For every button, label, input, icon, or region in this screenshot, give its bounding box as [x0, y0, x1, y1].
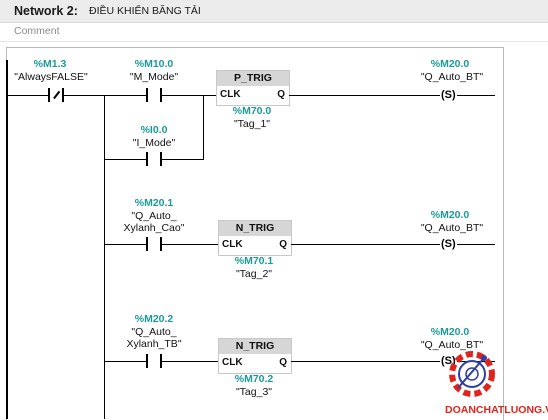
n-trig-2-tag: "Tag_3" [235, 386, 273, 398]
n-trig-2-clk-pin: CLK [222, 357, 243, 368]
p-trig-q-pin: Q [277, 89, 285, 100]
branch-vertical-left [104, 95, 105, 419]
n-trig-1-title: N_TRIG [219, 221, 291, 236]
p-trig-block[interactable]: P_TRIG CLK Q [216, 70, 290, 106]
p-trig-tag: "Tag_1" [233, 118, 271, 130]
coil-3-address: %M20.0 [430, 326, 470, 338]
rung-1-wire-a [8, 95, 48, 96]
network-header[interactable]: Network 2: ĐIỀU KHIỂN BĂNG TẢI [0, 0, 548, 23]
rung-3-wire-a [104, 361, 146, 362]
rung-1-wire-d [162, 95, 216, 96]
branch-i-mode-wire-b [162, 159, 204, 160]
coil-1-address: %M20.0 [430, 58, 470, 70]
p-trig-clk-pin: CLK [220, 89, 241, 100]
coil-2-address: %M20.0 [430, 209, 470, 221]
rung-2-wire-a [104, 244, 146, 245]
contact-i-mode-address: %I0.0 [140, 124, 168, 136]
contact-always-false-nc[interactable] [48, 88, 64, 102]
n-trig-block-1[interactable]: N_TRIG CLK Q [218, 220, 292, 256]
rung-2-wire-b [162, 244, 218, 245]
contact-i-mode-no[interactable] [146, 152, 162, 166]
contact-xylanh-cao-no[interactable] [146, 237, 162, 251]
rung-1-wire-b [64, 95, 104, 96]
contact-xylanh-cao-symbol-line1: "Q_Auto_ [131, 210, 177, 222]
branch-i-mode-wire-a [104, 159, 146, 160]
contact-xylanh-tb-address: %M20.2 [134, 313, 174, 325]
watermark-text: DOANCHATLUONG.VN [445, 404, 548, 416]
contact-xylanh-cao-address: %M20.1 [134, 197, 174, 209]
branch-vertical-right [203, 95, 204, 160]
rung-1-wire-c [104, 95, 146, 96]
set-coil-1[interactable]: (S) [440, 89, 457, 101]
contact-xylanh-tb-no[interactable] [146, 354, 162, 368]
contact-always-false-address: %M1.3 [33, 58, 67, 70]
n-trig-1-q-pin: Q [279, 239, 287, 250]
doanchatluong-gear-logo-icon [449, 351, 495, 397]
rung-3-wire-b [162, 361, 218, 362]
left-power-rail [6, 60, 8, 419]
contact-i-mode-symbol: "I_Mode" [132, 137, 176, 149]
coil-1-symbol: "Q_Auto_BT" [420, 71, 484, 83]
rung-3-wire-c [291, 361, 495, 362]
p-trig-title: P_TRIG [217, 71, 289, 86]
n-trig-2-q-pin: Q [279, 357, 287, 368]
set-coil-2[interactable]: (S) [440, 238, 457, 250]
n-trig-2-address: %M70.2 [234, 373, 274, 385]
coil-2-symbol: "Q_Auto_BT" [420, 222, 484, 234]
network-title: Network 2: [14, 4, 78, 18]
n-trig-block-2[interactable]: N_TRIG CLK Q [218, 338, 292, 374]
contact-xylanh-tb-symbol-line2: Xylanh_TB" [126, 338, 182, 350]
network-comment[interactable]: Comment [14, 25, 60, 37]
rung-1-wire-e [289, 95, 495, 96]
contact-xylanh-tb-symbol-line1: "Q_Auto_ [131, 326, 177, 338]
p-trig-address: %M70.0 [232, 105, 272, 117]
n-trig-1-address: %M70.1 [234, 255, 274, 267]
coil-3-symbol: "Q_Auto_BT" [420, 339, 484, 351]
contact-xylanh-cao-symbol-line2: Xylanh_Cao" [123, 222, 185, 234]
contact-m-mode-symbol: "M_Mode" [129, 71, 179, 83]
contact-always-false-symbol: "AlwaysFALSE" [14, 71, 88, 83]
contact-m-mode-no[interactable] [146, 88, 162, 102]
contact-m-mode-address: %M10.0 [134, 58, 174, 70]
n-trig-1-tag: "Tag_2" [235, 268, 273, 280]
header-divider [0, 41, 548, 42]
n-trig-1-clk-pin: CLK [222, 239, 243, 250]
rung-2-wire-c [291, 244, 495, 245]
n-trig-2-title: N_TRIG [219, 339, 291, 354]
network-description[interactable]: ĐIỀU KHIỂN BĂNG TẢI [89, 5, 201, 17]
